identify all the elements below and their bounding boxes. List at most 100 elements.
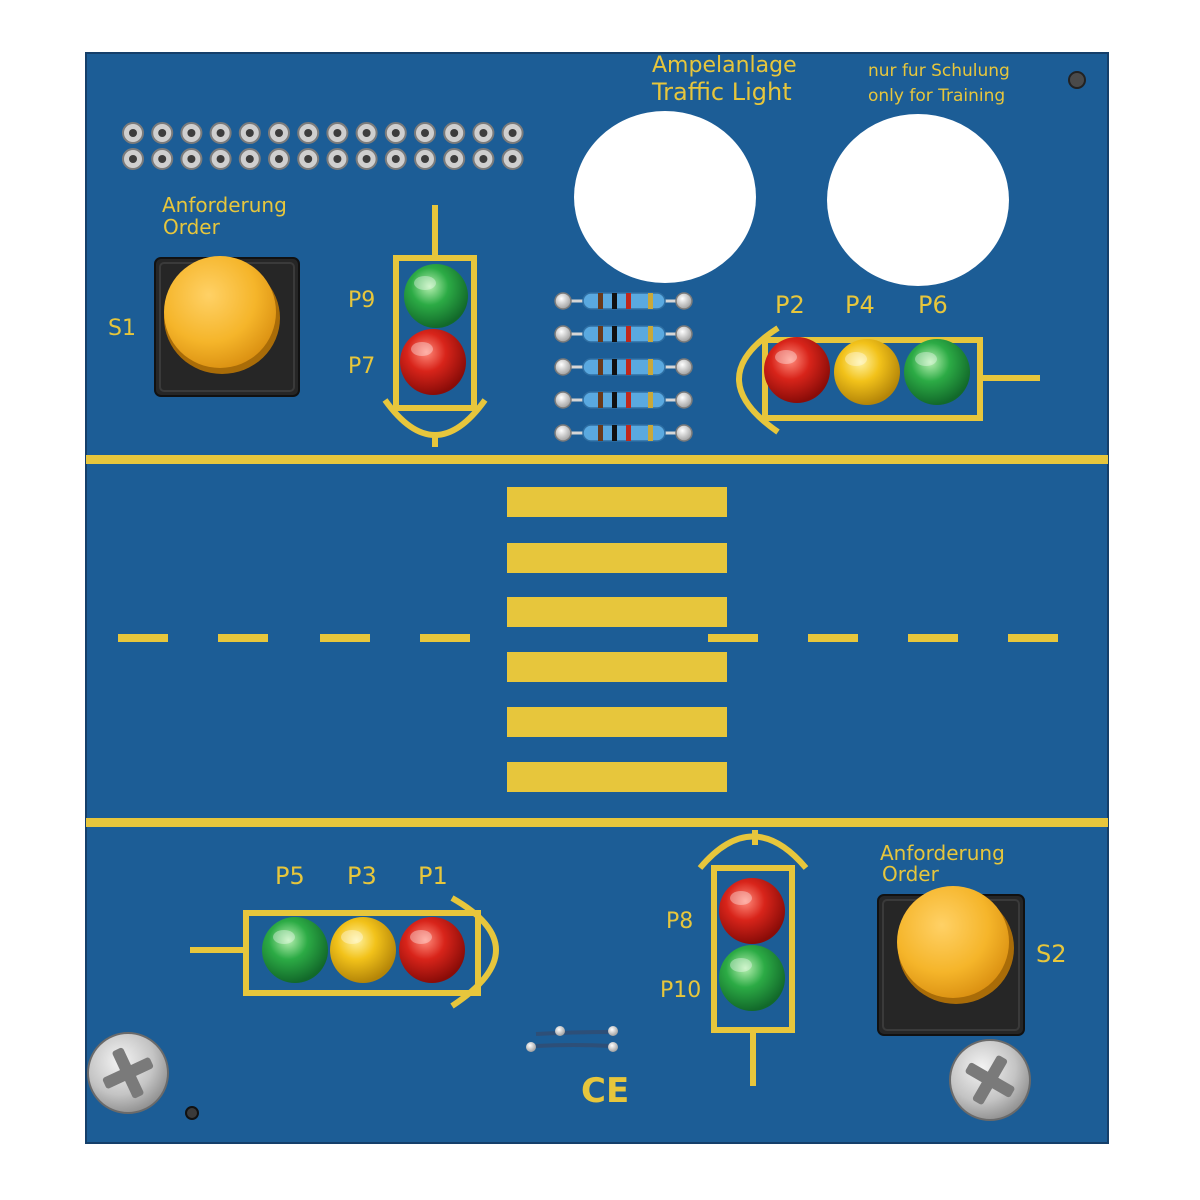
s2-push-button[interactable] — [877, 886, 1025, 1036]
center-dash — [420, 634, 470, 642]
led-label-p3: P3 — [347, 862, 377, 890]
header-pin — [414, 148, 436, 170]
led-p4-yellow — [834, 339, 900, 405]
s2-caption-en: Order — [882, 862, 940, 886]
resistor — [554, 292, 693, 310]
header-pin — [268, 148, 290, 170]
led-label-p5: P5 — [275, 862, 305, 890]
led-p10-green — [719, 945, 785, 1011]
header-pin — [414, 122, 436, 144]
header-pin — [209, 148, 232, 170]
s2-label: S2 — [1036, 940, 1067, 968]
s1-push-button[interactable] — [154, 256, 300, 397]
led-p7-red — [400, 329, 466, 395]
led-label-p2: P2 — [775, 291, 805, 319]
header-pin — [443, 122, 466, 144]
resistor — [554, 424, 693, 442]
zebra-stripe — [507, 543, 727, 573]
led-p8-red — [719, 878, 785, 944]
led-label-p4: P4 — [845, 291, 875, 319]
header-pin — [355, 148, 378, 170]
small-hole — [185, 1106, 199, 1120]
led-label-p9: P9 — [348, 288, 375, 313]
s1-label: S1 — [108, 316, 136, 341]
car-light-top-outline — [736, 325, 1040, 435]
header-pin — [209, 122, 232, 144]
center-dash — [908, 634, 958, 642]
resistor — [554, 391, 693, 409]
cutout-hole-right — [827, 114, 1009, 286]
zebra-stripe — [507, 487, 727, 517]
zebra-stripe — [507, 597, 727, 627]
ped-light-bottom-outline — [697, 830, 809, 1086]
road-center-line — [118, 634, 1058, 642]
training-note-de: nur fur Schulung — [868, 61, 1010, 81]
jumper-wire — [526, 1026, 618, 1052]
training-note-en: only for Training — [868, 86, 1005, 106]
led-p3-yellow — [330, 917, 396, 983]
zebra-stripe — [507, 707, 727, 737]
pin-header — [122, 122, 524, 170]
header-pin — [122, 148, 144, 170]
header-pin — [501, 148, 524, 170]
header-pin — [384, 148, 407, 170]
resistor-array — [554, 292, 693, 442]
header-pin — [238, 122, 261, 144]
header-pin — [151, 148, 174, 170]
led-label-p6: P6 — [918, 291, 948, 319]
led-p9-green — [404, 264, 468, 328]
header-pin — [151, 122, 174, 144]
board-title-de: Ampelanlage — [652, 53, 797, 78]
led-p5-green — [262, 917, 328, 983]
header-pin — [355, 122, 378, 144]
header-pin — [384, 122, 407, 144]
led-label-p1: P1 — [418, 862, 448, 890]
s2-caption-de: Anforderung — [880, 841, 1005, 865]
header-pin — [297, 148, 320, 170]
header-pin — [238, 148, 261, 170]
ped-light-top-outline — [382, 205, 488, 447]
header-pin — [180, 122, 203, 144]
center-dash — [118, 634, 168, 642]
center-dash — [808, 634, 858, 642]
mounting-hole — [1068, 71, 1086, 89]
s2-button-cap[interactable] — [897, 886, 1009, 998]
led-p1-red — [399, 917, 465, 983]
road-edge-bottom — [86, 818, 1108, 827]
resistor — [554, 325, 693, 343]
led-label-p8: P8 — [666, 909, 693, 934]
led-label-p10: P10 — [660, 978, 701, 1003]
center-dash — [708, 634, 758, 642]
s1-caption-de: Anforderung — [162, 193, 287, 217]
led-p2-red — [764, 337, 830, 403]
board-title-en: Traffic Light — [651, 78, 792, 106]
resistor — [554, 358, 693, 376]
screw-bottom-left — [87, 1032, 169, 1114]
header-pin — [268, 122, 290, 144]
header-pin — [326, 148, 349, 170]
car-light-bottom-outline — [190, 895, 499, 1009]
header-pin — [326, 122, 349, 144]
header-pin — [443, 148, 466, 170]
header-pin — [472, 148, 495, 170]
header-pin — [472, 122, 495, 144]
center-dash — [218, 634, 268, 642]
header-pin — [122, 122, 144, 144]
road-edge-top — [86, 455, 1108, 464]
led-p6-green — [904, 339, 970, 405]
header-pin — [180, 148, 203, 170]
zebra-stripe — [507, 652, 727, 682]
zebra-crossing — [507, 487, 727, 792]
zebra-stripe — [507, 762, 727, 792]
s1-button-cap[interactable] — [164, 256, 276, 368]
header-pin — [501, 122, 524, 144]
center-dash — [320, 634, 370, 642]
center-dash — [1008, 634, 1058, 642]
s1-caption-en: Order — [163, 215, 221, 239]
cutout-hole-left — [574, 111, 756, 283]
screw-bottom-right — [949, 1039, 1031, 1121]
header-pin — [297, 122, 320, 144]
ce-mark: CE — [581, 1071, 629, 1111]
led-label-p7: P7 — [348, 354, 375, 379]
